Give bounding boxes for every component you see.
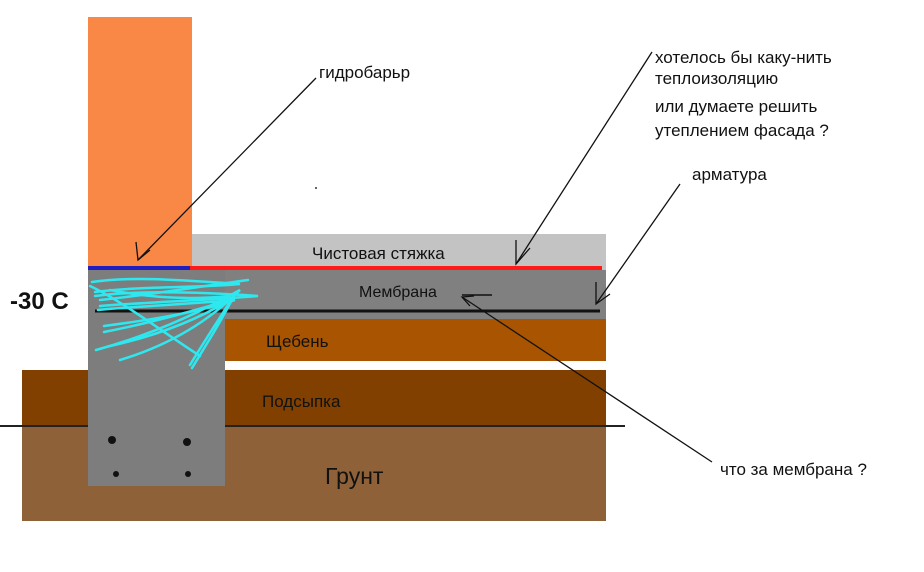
hydrobarrier-leader bbox=[137, 77, 317, 261]
rebar-dot bbox=[113, 471, 119, 477]
rebar-dot bbox=[108, 436, 116, 444]
hydrobarrier-annotation: гидробарьр bbox=[319, 63, 410, 82]
ground-label: Грунт bbox=[325, 463, 384, 489]
rebar-dot bbox=[183, 438, 191, 446]
rebar-arrowhead bbox=[595, 282, 611, 306]
insulation-arrowhead bbox=[515, 240, 531, 266]
membrane-question-annotation: что за мембрана ? bbox=[720, 460, 867, 479]
rebar-annotation: арматура bbox=[692, 165, 767, 184]
leader-lines bbox=[135, 51, 713, 463]
insulation-annotation-line2: теплоизоляцию bbox=[655, 69, 778, 88]
stray-dot bbox=[315, 187, 317, 189]
cold-bridge-scribble bbox=[88, 277, 259, 370]
facade-annotation-line1: или думаете решить bbox=[655, 97, 817, 116]
gravel-layer bbox=[224, 319, 606, 361]
membrane-arrowhead bbox=[460, 295, 475, 307]
rebar-leader bbox=[595, 183, 681, 305]
insulation-annotation-line1: хотелось бы каку-нить bbox=[655, 48, 832, 67]
hydrobarrier-arrowhead bbox=[135, 241, 151, 262]
facade-annotation-line2: утеплением фасада ? bbox=[655, 121, 829, 140]
backfill-label: Подсыпка bbox=[262, 392, 341, 411]
gravel-label: Щебень bbox=[266, 332, 329, 351]
rebar-dot bbox=[185, 471, 191, 477]
screed-layer bbox=[190, 234, 606, 270]
screed-label: Чистовая стяжка bbox=[312, 244, 445, 263]
insulation-leader bbox=[515, 51, 653, 265]
temperature-label: -30 С bbox=[10, 288, 69, 315]
membrane-leader bbox=[461, 296, 713, 463]
wall bbox=[88, 17, 192, 268]
membrane-label: Мембрана bbox=[359, 284, 437, 301]
